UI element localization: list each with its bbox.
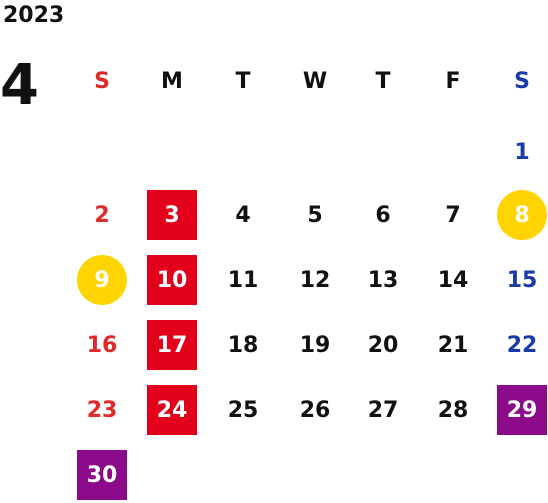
day-cell-24[interactable]: 24 (147, 385, 197, 435)
month-number: 4 (0, 53, 39, 118)
day-cell-29[interactable]: 29 (497, 385, 547, 435)
day-cell-2[interactable]: 2 (94, 202, 110, 228)
day-cell-23[interactable]: 23 (86, 397, 118, 423)
day-cell-28[interactable]: 28 (437, 397, 469, 423)
day-cell-1[interactable]: 1 (514, 139, 530, 165)
weekday-header-mon: M (161, 68, 183, 94)
weekday-header-thu: T (375, 68, 391, 94)
day-cell-10[interactable]: 10 (147, 255, 197, 305)
weekday-header-sun: S (94, 68, 110, 94)
day-cell-19[interactable]: 19 (299, 332, 331, 358)
day-cell-16[interactable]: 16 (86, 332, 118, 358)
day-cell-7[interactable]: 7 (445, 202, 461, 228)
day-cell-13[interactable]: 13 (367, 267, 399, 293)
day-cell-11[interactable]: 11 (227, 267, 259, 293)
day-cell-22[interactable]: 22 (506, 332, 538, 358)
weekday-header-tue: T (235, 68, 251, 94)
day-cell-6[interactable]: 6 (375, 202, 391, 228)
year-label: 2023 (3, 3, 65, 28)
day-cell-9[interactable]: 9 (77, 255, 127, 305)
day-cell-4[interactable]: 4 (235, 202, 251, 228)
day-cell-8[interactable]: 8 (497, 190, 547, 240)
day-cell-27[interactable]: 27 (367, 397, 399, 423)
day-cell-21[interactable]: 21 (437, 332, 469, 358)
day-cell-18[interactable]: 18 (227, 332, 259, 358)
day-cell-17[interactable]: 17 (147, 320, 197, 370)
day-cell-14[interactable]: 14 (437, 267, 469, 293)
day-cell-5[interactable]: 5 (307, 202, 323, 228)
day-cell-30[interactable]: 30 (77, 450, 127, 500)
day-cell-3[interactable]: 3 (147, 190, 197, 240)
day-cell-26[interactable]: 26 (299, 397, 331, 423)
day-cell-12[interactable]: 12 (299, 267, 331, 293)
day-cell-20[interactable]: 20 (367, 332, 399, 358)
weekday-header-fri: F (445, 68, 461, 94)
day-cell-15[interactable]: 15 (506, 267, 538, 293)
day-cell-25[interactable]: 25 (227, 397, 259, 423)
weekday-header-wed: W (302, 68, 328, 94)
weekday-header-sat: S (514, 68, 530, 94)
